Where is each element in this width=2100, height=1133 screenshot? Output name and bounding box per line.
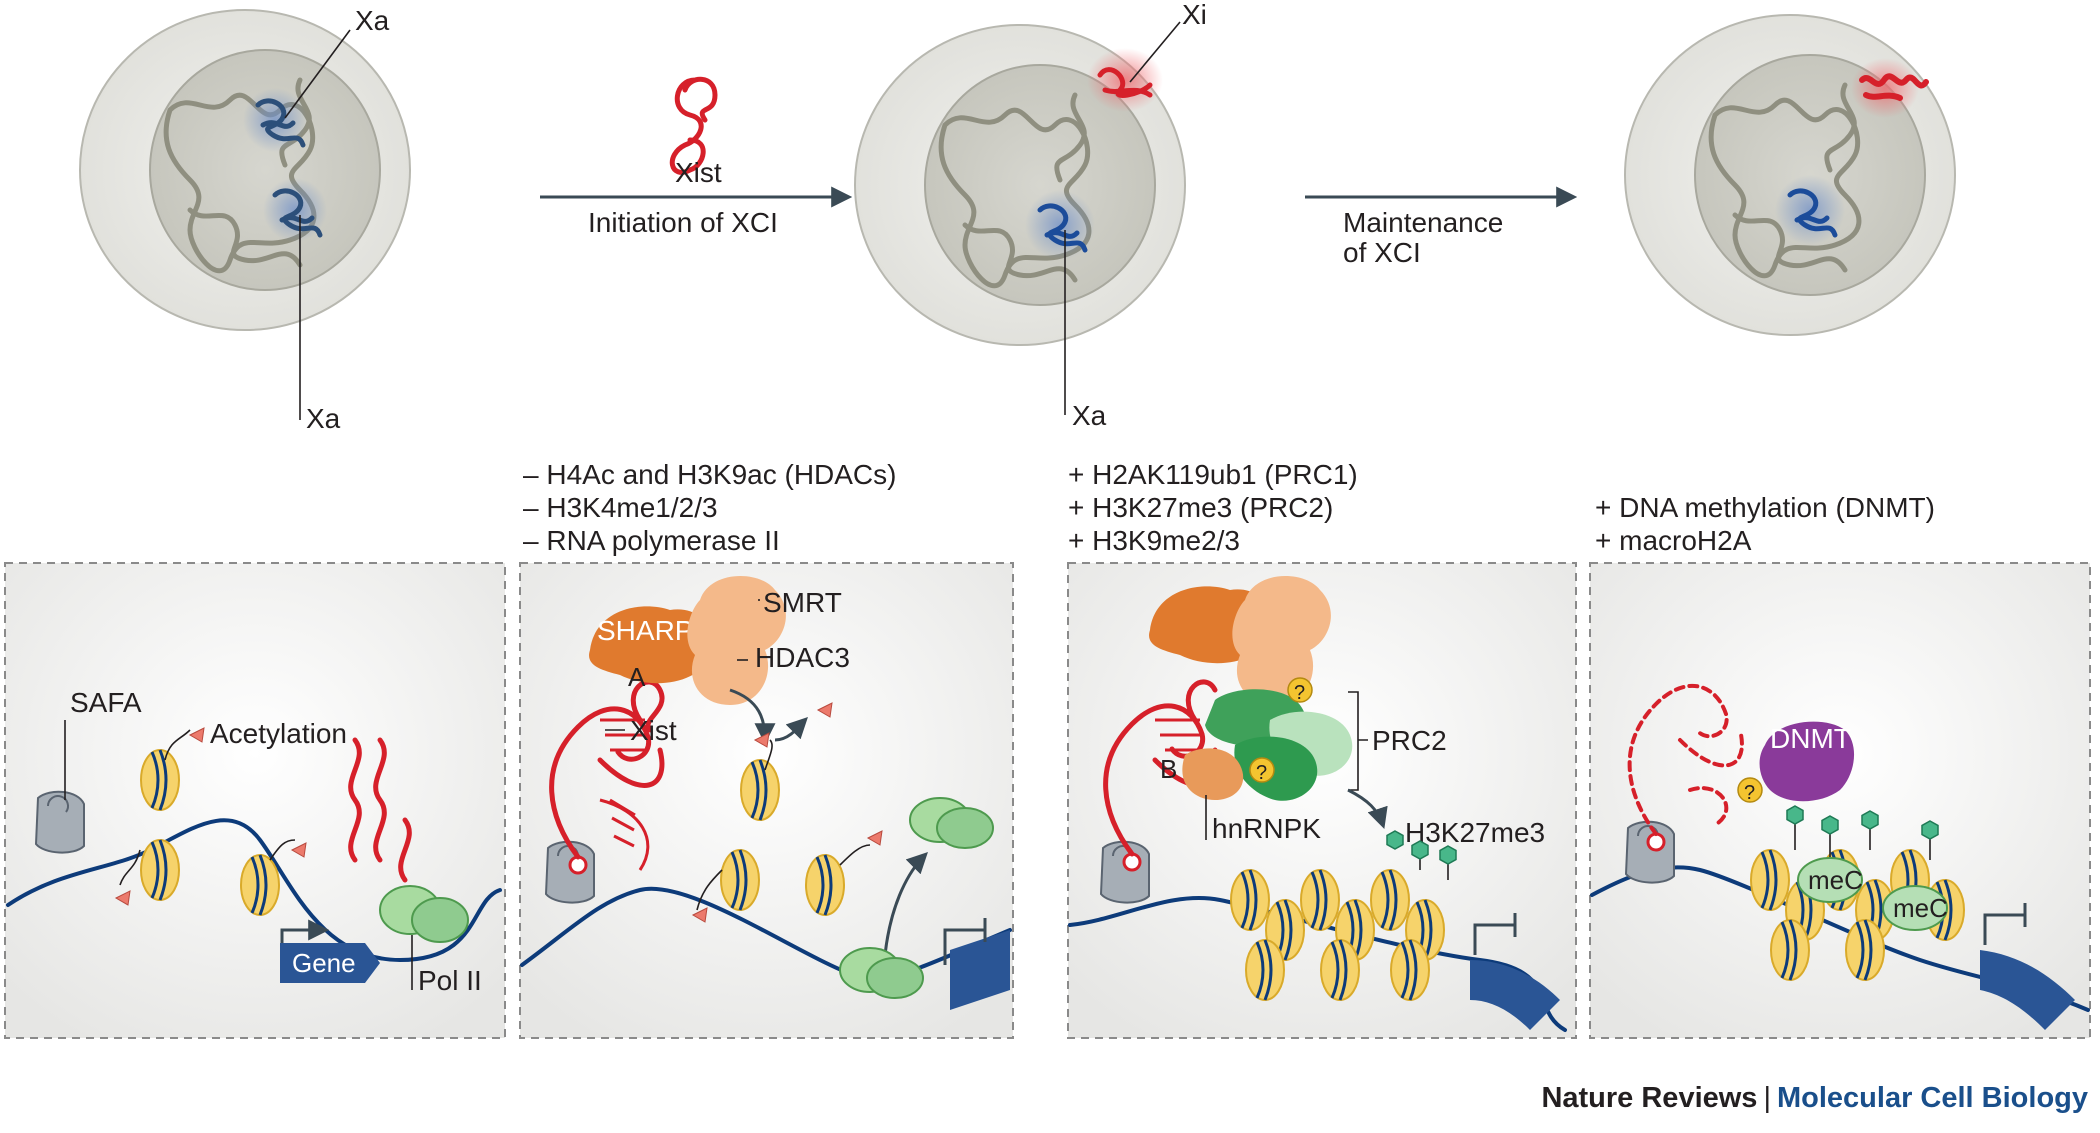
label-prc2: PRC2 xyxy=(1372,725,1447,756)
label-b: B xyxy=(1160,754,1177,784)
footer-credit: Nature Reviews|Molecular Cell Biology xyxy=(1541,1082,2088,1115)
arrow-initiation: Xist Initiation of XCI xyxy=(540,76,853,238)
label-sharp: SHARP xyxy=(597,615,693,646)
marks-panel-2: – H4Ac and H3K9ac (HDACs) – H3K4me1/2/3 … xyxy=(523,459,896,556)
label-xi: Xi xyxy=(1182,0,1207,30)
q-mark-2: ? xyxy=(1256,762,1267,784)
label-hdac3: HDAC3 xyxy=(755,642,850,673)
mark-item: + H3K9me2/3 xyxy=(1068,525,1240,556)
label-of-xci: of XCI xyxy=(1343,237,1421,268)
footer-title: Molecular Cell Biology xyxy=(1777,1082,2088,1114)
mark-item: – H4Ac and H3K9ac (HDACs) xyxy=(523,459,896,490)
mark-item: + H2AK119ub1 (PRC1) xyxy=(1068,459,1358,490)
label-a: A xyxy=(628,662,646,692)
label-initiation: Initiation of XCI xyxy=(588,207,778,238)
label-acetylation: Acetylation xyxy=(210,718,347,749)
label-xist-top: Xist xyxy=(675,157,722,188)
cell-1: Xa Xa xyxy=(79,5,411,434)
label-gene: Gene xyxy=(292,948,356,978)
cell-2: Xi Xa xyxy=(854,0,1207,431)
panel-1: SAFA Acetylation Gene Pol II xyxy=(4,562,506,1039)
footer-separator: | xyxy=(1763,1082,1771,1114)
panel-4: DNMT ? meC meC xyxy=(1589,562,2091,1039)
arrow-maintenance: Maintenance of XCI xyxy=(1305,186,1578,268)
label-safa: SAFA xyxy=(70,687,142,718)
mark-item: + macroH2A xyxy=(1595,525,1752,556)
label-xa-top: Xa xyxy=(355,5,390,36)
label-dnmt: DNMT xyxy=(1770,723,1851,754)
label-pol2: Pol II xyxy=(418,965,482,996)
mark-item: – H3K4me1/2/3 xyxy=(523,492,718,523)
marks-panel-4: + DNA methylation (DNMT) + macroH2A xyxy=(1595,492,1935,556)
label-xist: Xist xyxy=(630,715,677,746)
panel-2: SHARP SMRT HDAC3 A Xist xyxy=(519,562,1014,1039)
label-maintenance: Maintenance xyxy=(1343,207,1503,238)
label-xa-bottom: Xa xyxy=(306,403,341,434)
cell-3 xyxy=(1624,14,1956,336)
label-h3k27me3: H3K27me3 xyxy=(1405,817,1545,848)
panel-3: ? ? PRC2 B hnRNPK H3K27me3 xyxy=(1067,562,1577,1039)
label-smrt: SMRT xyxy=(763,587,842,618)
footer-journal: Nature Reviews xyxy=(1541,1082,1758,1114)
mark-item: + DNA methylation (DNMT) xyxy=(1595,492,1935,523)
q-mark-3: ? xyxy=(1744,782,1755,804)
q-mark-1: ? xyxy=(1294,682,1305,704)
marks-panel-3: + H2AK119ub1 (PRC1) + H3K27me3 (PRC2) + … xyxy=(1068,459,1358,556)
label-mec-1: meC xyxy=(1808,865,1863,895)
label-mec-2: meC xyxy=(1893,893,1948,923)
mark-item: + H3K27me3 (PRC2) xyxy=(1068,492,1333,523)
mark-item: – RNA polymerase II xyxy=(523,525,780,556)
label-hnrnpk: hnRNPK xyxy=(1212,813,1321,844)
label-xa-cell2: Xa xyxy=(1072,400,1107,431)
